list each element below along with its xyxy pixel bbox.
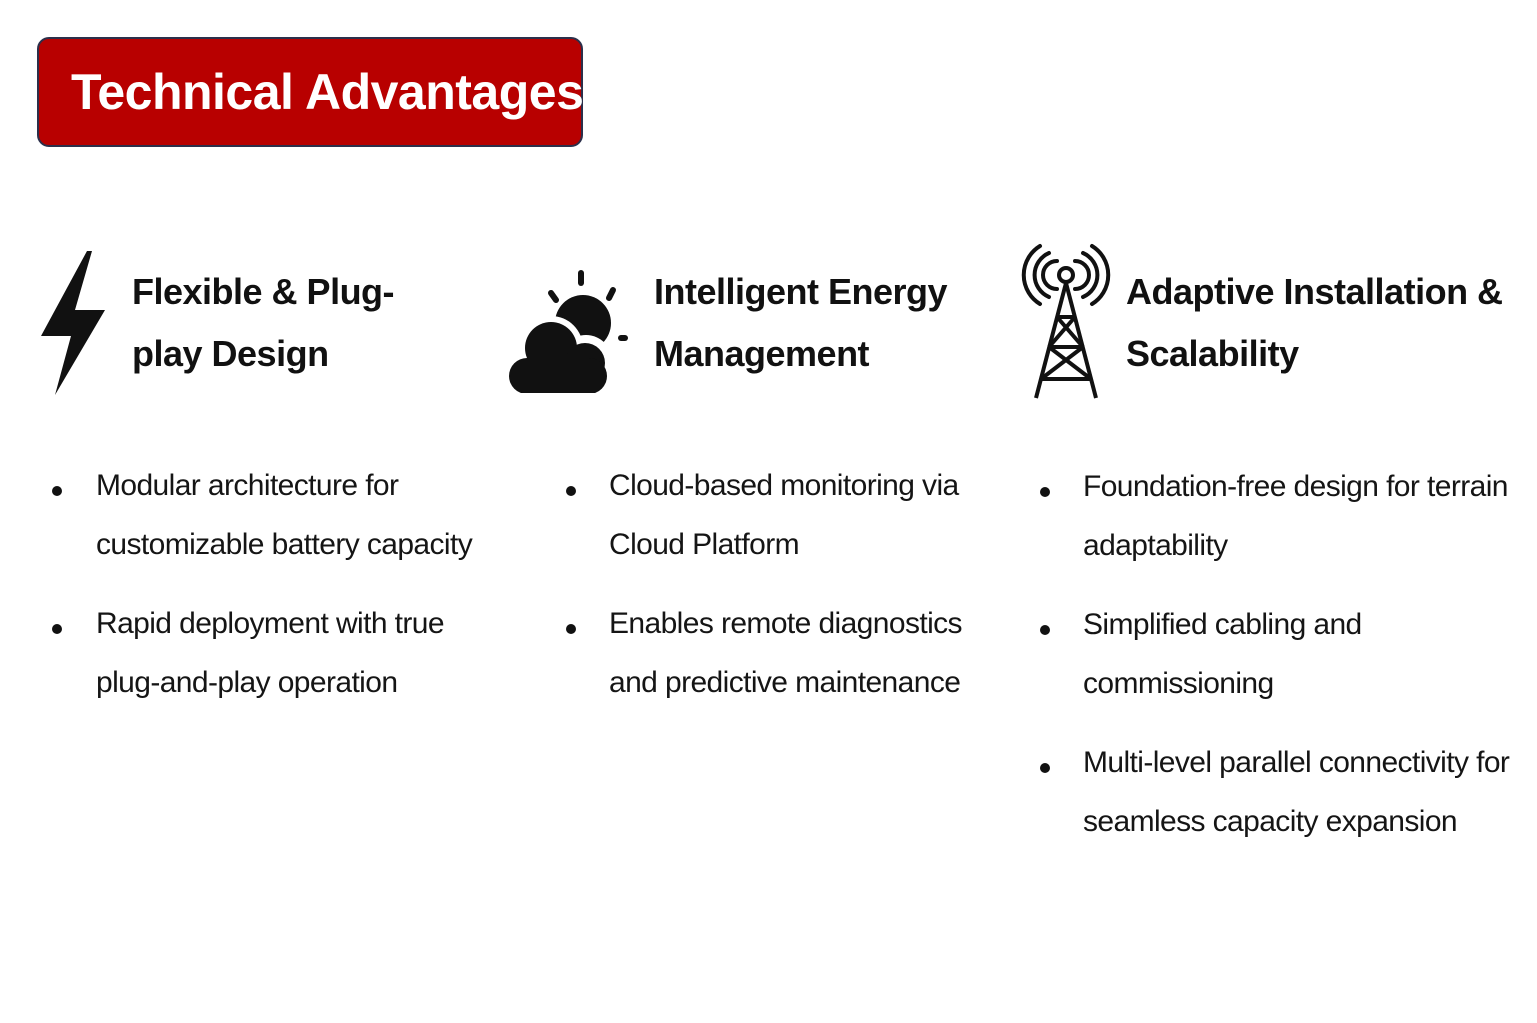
bullet-text: Simplified cabling and commissioning bbox=[1083, 608, 1362, 700]
bullet-text: Cloud-based monitoring via Cloud Platfor… bbox=[609, 469, 959, 561]
feature-column-flexible-design: Flexible & Plug-play Design Modular arch… bbox=[32, 240, 492, 736]
feature-header: Adaptive Installation & Scalability bbox=[1020, 240, 1530, 405]
bullet-icon bbox=[1040, 763, 1050, 773]
bullet-list: Foundation-free design for terrain adapt… bbox=[1020, 461, 1530, 851]
bullet-icon bbox=[1040, 625, 1050, 635]
list-item: Cloud-based monitoring via Cloud Platfor… bbox=[500, 460, 990, 574]
list-item: Foundation-free design for terrain adapt… bbox=[1020, 461, 1530, 575]
page-title: Technical Advantages bbox=[71, 64, 584, 120]
feature-heading: Adaptive Installation & Scalability bbox=[1126, 270, 1503, 374]
bullet-text: Multi-level parallel connectivity for se… bbox=[1083, 746, 1510, 838]
feature-heading: Intelligent Energy Management bbox=[654, 270, 948, 374]
bullet-icon bbox=[52, 624, 62, 634]
list-item: Enables remote diagnostics and predictiv… bbox=[500, 598, 990, 712]
list-item: Modular architecture for customizable ba… bbox=[32, 460, 492, 574]
radio-tower-icon bbox=[1020, 243, 1112, 403]
bullet-list: Modular architecture for customizable ba… bbox=[32, 460, 492, 712]
bullet-icon bbox=[52, 486, 62, 496]
cloud-sun-icon bbox=[500, 253, 632, 393]
bullet-icon bbox=[1040, 487, 1050, 497]
title-banner: Technical Advantages bbox=[37, 37, 584, 147]
bullet-list: Cloud-based monitoring via Cloud Platfor… bbox=[500, 460, 990, 712]
feature-column-energy-management: Intelligent Energy Management Cloud-base… bbox=[500, 240, 990, 736]
feature-heading: Flexible & Plug-play Design bbox=[132, 270, 395, 374]
list-item: Multi-level parallel connectivity for se… bbox=[1020, 737, 1530, 851]
list-item: Rapid deployment with true plug-and-play… bbox=[32, 598, 492, 712]
list-item: Simplified cabling and commissioning bbox=[1020, 599, 1530, 713]
feature-header: Intelligent Energy Management bbox=[500, 240, 990, 405]
feature-column-installation: Adaptive Installation & Scalability Foun… bbox=[1020, 240, 1530, 875]
bullet-icon bbox=[566, 624, 576, 634]
bullet-icon bbox=[566, 486, 576, 496]
bullet-text: Rapid deployment with true plug-and-play… bbox=[96, 607, 445, 699]
lightning-bolt-icon bbox=[32, 248, 112, 398]
feature-header: Flexible & Plug-play Design bbox=[32, 240, 492, 405]
bullet-text: Foundation-free design for terrain adapt… bbox=[1083, 470, 1508, 562]
bullet-text: Enables remote diagnostics and predictiv… bbox=[609, 607, 963, 699]
bullet-text: Modular architecture for customizable ba… bbox=[96, 469, 473, 561]
